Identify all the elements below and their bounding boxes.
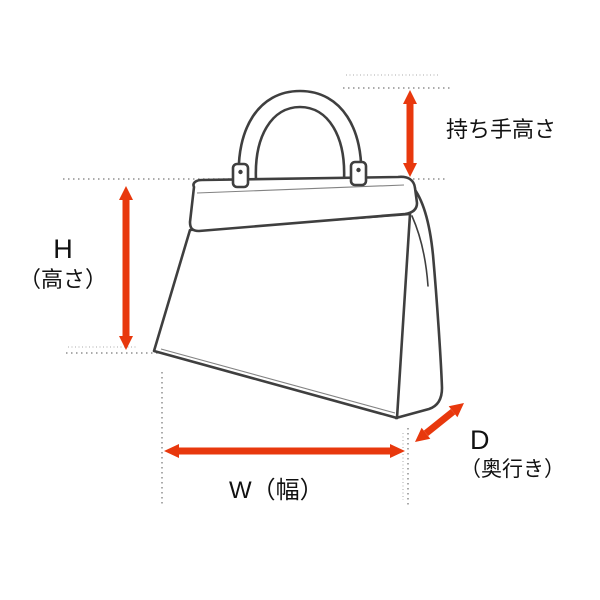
handle-tab-right (349, 160, 368, 187)
height-arrow (119, 186, 133, 350)
handle-tab-left (231, 162, 250, 189)
bag-bottom-seam (160, 348, 396, 414)
handle-height-label: 持ち手高さ (446, 117, 557, 142)
bag-handle (237, 89, 363, 182)
width-arrow (164, 444, 405, 458)
bag-gusset-crease (411, 215, 429, 287)
height-label-name: （高さ） (18, 267, 107, 293)
handle-rivet-right (356, 167, 361, 173)
bag-frame-inner-line (196, 184, 405, 194)
depth-label: D （奥行き） (460, 425, 565, 482)
handbag-illustration (152, 89, 444, 420)
handle-rivet-left (238, 169, 243, 175)
depth-label-symbol: D (470, 425, 490, 455)
bag-front-panel (152, 212, 412, 420)
depth-label-name: （奥行き） (460, 458, 565, 482)
height-label: H （高さ） (14, 234, 112, 292)
depth-arrow (415, 403, 464, 442)
bag-top-flap (188, 175, 419, 233)
height-label-symbol: H (53, 234, 73, 264)
width-label: W（幅） (229, 477, 324, 504)
bag-side-panel (394, 184, 444, 420)
handle-height-arrow (403, 90, 417, 177)
